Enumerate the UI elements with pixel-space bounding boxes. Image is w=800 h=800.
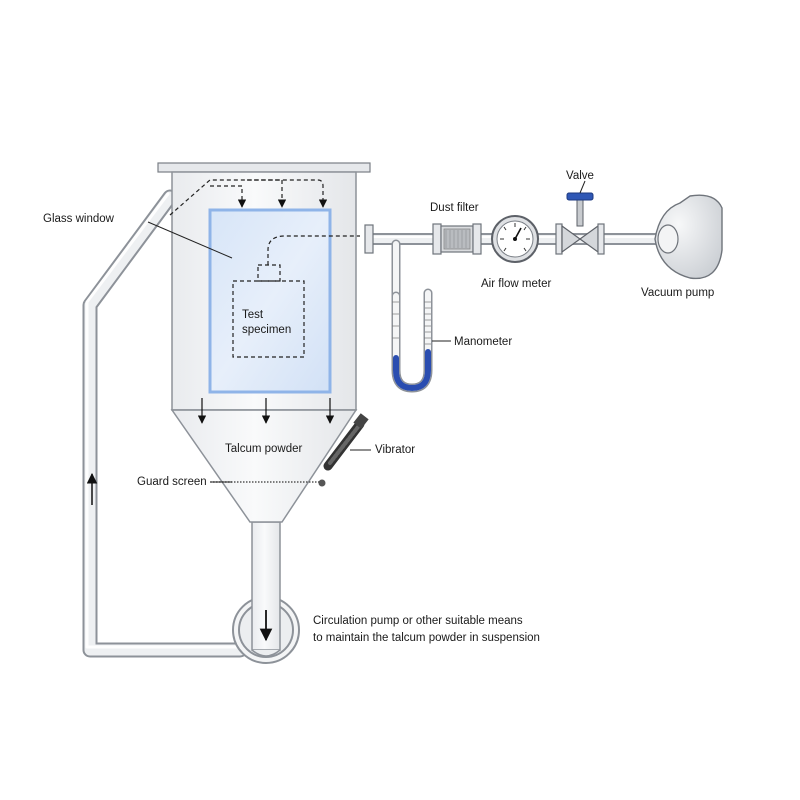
air-flow-meter-gauge <box>491 215 539 263</box>
label-circulation-1: Circulation pump or other suitable means <box>313 615 523 627</box>
label-dust-filter: Dust filter <box>430 202 479 214</box>
vacuum-pump <box>654 194 723 280</box>
label-test-specimen-2: specimen <box>242 324 291 336</box>
valve <box>555 192 605 255</box>
label-test-specimen-1: Test <box>242 309 264 321</box>
glass-window <box>208 208 332 394</box>
label-manometer: Manometer <box>454 336 512 348</box>
label-vibrator: Vibrator <box>375 444 415 456</box>
vibrator <box>323 413 369 471</box>
manometer <box>391 288 433 393</box>
label-glass-window: Glass window <box>43 213 115 225</box>
test-specimen <box>232 235 360 358</box>
label-vacuum-pump: Vacuum pump <box>641 287 714 299</box>
leader-lines <box>147 180 586 483</box>
dust-filter <box>432 223 482 255</box>
label-talcum-powder: Talcum powder <box>225 443 303 455</box>
label-guard-screen: Guard screen <box>137 476 207 488</box>
air-flow-lines <box>169 179 328 216</box>
label-valve: Valve <box>566 170 594 182</box>
label-air-flow-meter: Air flow meter <box>481 278 551 290</box>
label-circulation-2: to maintain the talcum powder in suspens… <box>313 632 540 644</box>
hopper-flow-arrows <box>197 398 335 424</box>
